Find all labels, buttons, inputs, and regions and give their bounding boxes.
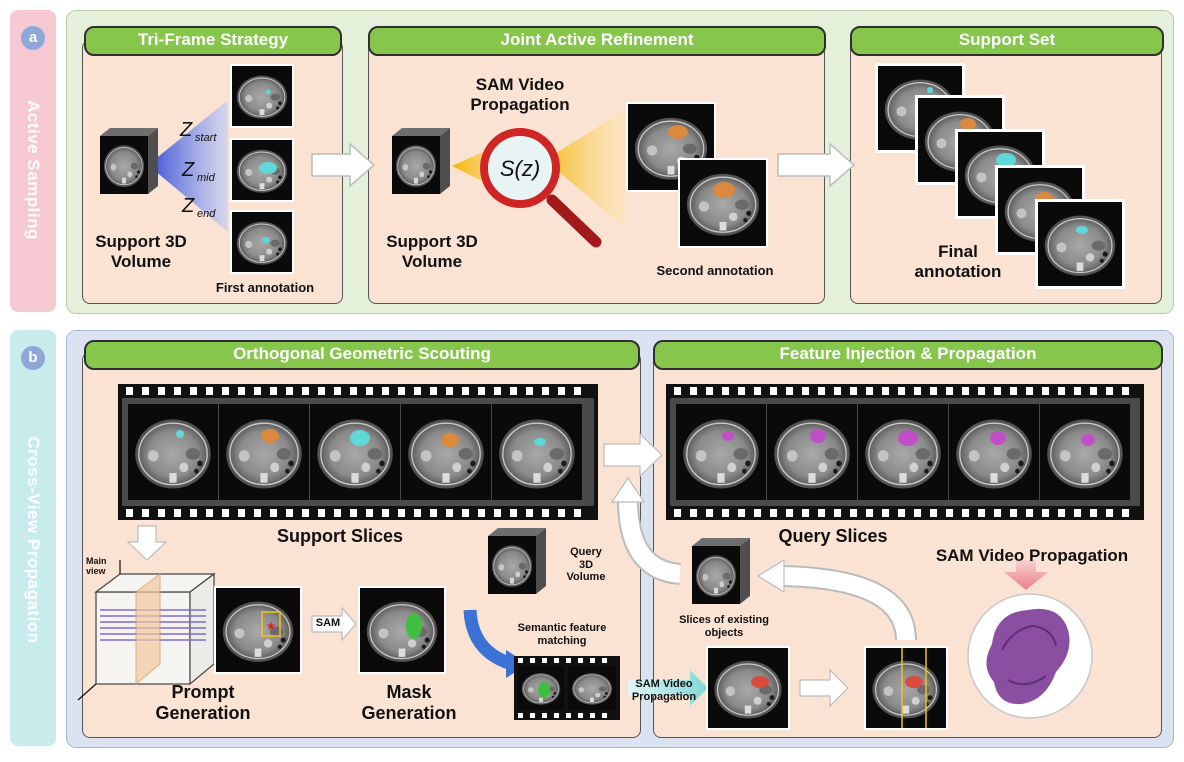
- sam-video-propagation-caption: SAM Video Propagation: [935, 546, 1129, 565]
- joint-refinement-title: Joint Active Refinement: [368, 26, 826, 56]
- arrow-tri-to-joint: [311, 142, 376, 188]
- mask-line1: Mask: [386, 682, 432, 702]
- z-end-label: Z end: [181, 195, 216, 220]
- first-annotation-caption: First annotation: [215, 280, 315, 295]
- svg-text:end: end: [197, 208, 216, 220]
- joint-volume-line2: Volume: [401, 251, 463, 271]
- mask-line2: Generation: [361, 702, 457, 723]
- query-line1: Query: [570, 546, 602, 558]
- orthogonal-cube-icon: [77, 560, 226, 701]
- tri-frame-volume-line1: Support 3D: [95, 232, 187, 251]
- support-set-title: Support Set: [850, 26, 1164, 56]
- support-slices-label: Support Slices: [276, 526, 404, 546]
- query-film-strip: [666, 384, 1144, 520]
- final-annotation-line2: annotation: [914, 261, 1002, 281]
- row-a-tab: [10, 10, 56, 312]
- slices-existing-line1: Slices of existing: [679, 614, 769, 626]
- main-view-label: Main view: [86, 556, 120, 577]
- tri-frame-fan: [148, 100, 228, 232]
- matching-film-strip: [514, 656, 620, 720]
- support-volume-cube-b: [392, 128, 450, 194]
- svg-text:start: start: [195, 132, 217, 144]
- query-line3: Volume: [566, 571, 606, 584]
- z-mid-label: Z mid: [181, 159, 216, 184]
- slices-existing-line2: objects: [704, 626, 744, 639]
- prompt-line1: Prompt: [171, 682, 235, 702]
- tri-frame-title: Tri-Frame Strategy: [84, 26, 342, 56]
- joint-volume-label: Support 3D Volume: [374, 232, 490, 271]
- semantic-matching-label: Semantic feature matching: [498, 622, 626, 647]
- prompt-line2: Generation: [155, 702, 251, 723]
- svg-text:Z: Z: [181, 195, 195, 217]
- query-line2: 3D: [578, 558, 594, 571]
- row-b-tab: [10, 330, 56, 746]
- arrow-joint-to-support: [777, 142, 856, 188]
- sam-video-line1: SAM Video: [475, 75, 565, 94]
- svg-text:★: ★: [266, 619, 277, 633]
- main-view-line2: view: [86, 566, 106, 577]
- sam-step-tag: SAM: [315, 617, 341, 629]
- row-a-badge: a: [21, 26, 45, 50]
- mask-generation-label: Mask Generation: [344, 682, 474, 723]
- row-b-badge: b: [21, 346, 45, 370]
- final-annotation-line1: Final: [938, 242, 978, 261]
- existing-objects-cube: [692, 538, 750, 604]
- orthogonal-title: Orthogonal Geometric Scouting: [84, 340, 640, 370]
- magnifier-icon: S(z): [480, 128, 602, 248]
- support-film-strip: [118, 384, 598, 520]
- svg-text:mid: mid: [197, 172, 216, 184]
- final-annotation-caption: Final annotation: [898, 242, 1018, 281]
- semantic-line1: Semantic feature: [517, 622, 607, 634]
- organ-mesh-render: [967, 593, 1093, 719]
- joint-volume-line1: Support 3D: [386, 232, 478, 251]
- query-volume-label: Query 3D Volume: [558, 546, 614, 584]
- sam-video-propagation-label: SAM Video Propagation: [452, 75, 588, 114]
- z-start-label: Z start: [179, 119, 217, 144]
- feature-injection-title: Feature Injection & Propagation: [653, 340, 1163, 370]
- svg-text:S(z): S(z): [500, 156, 540, 181]
- sam-video-line2: Propagation: [470, 94, 570, 114]
- support-set-stack: [875, 63, 1125, 289]
- prompt-generation-label: Prompt Generation: [138, 682, 268, 723]
- second-annotation-caption: Second annotation: [656, 263, 774, 278]
- slices-existing-label: Slices of existing objects: [664, 614, 784, 639]
- tri-frame-volume-label: Support 3D Volume: [86, 232, 196, 271]
- tri-frame-volume-line2: Volume: [110, 251, 172, 271]
- svg-text:Z: Z: [181, 159, 195, 181]
- query-slices-label: Query Slices: [778, 526, 888, 546]
- semantic-line2: matching: [537, 634, 587, 647]
- sam-propagation-label: SAM Video Propagation: [626, 678, 702, 703]
- support-volume-cube-a: [100, 128, 158, 194]
- sam-prop-line2: Propagation: [631, 690, 697, 703]
- main-view-line1: Main: [86, 556, 107, 566]
- query-volume-cube: [488, 528, 546, 594]
- sam-prop-line1: SAM Video: [635, 678, 693, 690]
- svg-text:Z: Z: [179, 119, 193, 141]
